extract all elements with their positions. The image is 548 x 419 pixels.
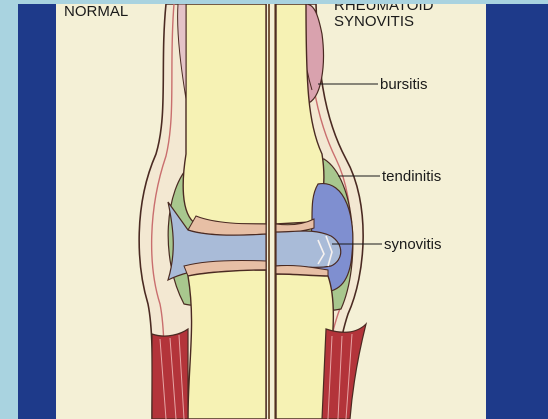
diagram-panel: NORMAL RHEUMATOID SYNOVITIS bursitis ten… — [56, 4, 486, 419]
rheumatoid-joint — [276, 4, 366, 419]
heading-normal: NORMAL — [64, 4, 128, 20]
callout-bursitis: bursitis — [380, 76, 428, 93]
callout-synovitis: synovitis — [384, 236, 442, 253]
joint-comparison-diagram: NORMAL RHEUMATOID SYNOVITIS bursitis ten… — [56, 4, 486, 419]
normal-upper-bone — [183, 4, 266, 224]
normal-lower-bone — [188, 270, 266, 419]
slide-frame: NORMAL RHEUMATOID SYNOVITIS bursitis ten… — [18, 4, 548, 419]
callout-tendinitis: tendinitis — [382, 168, 441, 185]
heading-synovitis: SYNOVITIS — [334, 13, 414, 30]
normal-joint — [139, 4, 266, 419]
